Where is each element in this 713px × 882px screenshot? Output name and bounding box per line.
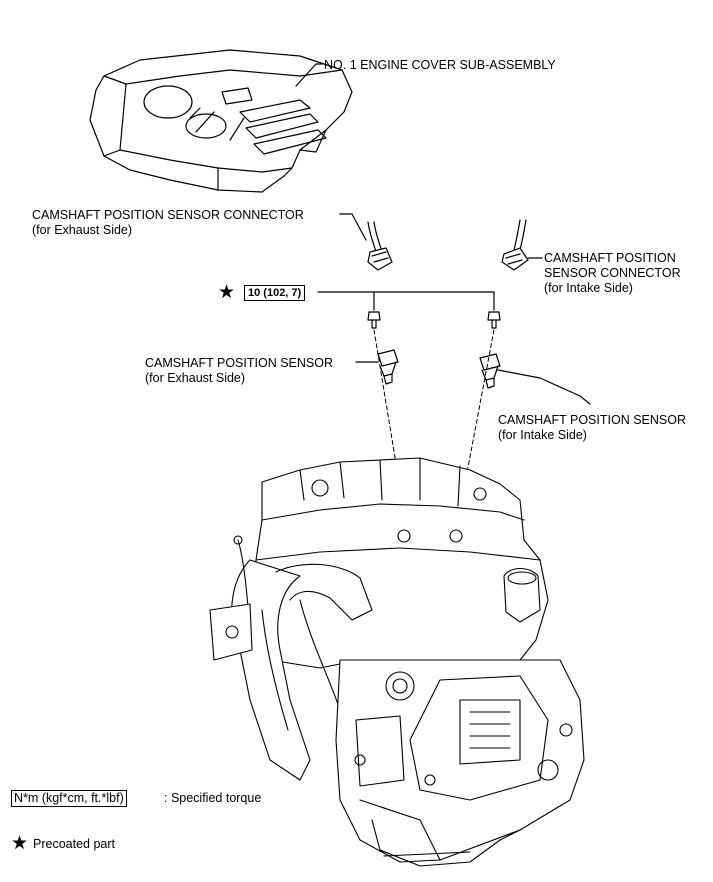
bolt-exhaust — [367, 311, 381, 329]
connector-intake-label-line1: CAMSHAFT POSITION — [544, 251, 676, 265]
precoat-star-icon: ★ — [218, 282, 236, 303]
sensor-intake-label-line2: (for Intake Side) — [498, 428, 587, 442]
sensor-intake-illustration — [479, 353, 501, 389]
connector-exhaust-label-line2: (for Exhaust Side) — [32, 223, 132, 237]
torque-unit-legend-box: N*m (kgf*cm, ft.*lbf) — [11, 790, 127, 807]
torque-bracket — [317, 291, 495, 311]
connector-intake-illustration — [501, 219, 529, 271]
sensor-exhaust-label-line2: (for Exhaust Side) — [145, 371, 245, 385]
engine-assembly-illustration — [209, 457, 585, 867]
sensor-intake-leader — [497, 369, 591, 405]
engine-cover-label: NO. 1 ENGINE COVER SUB-ASSEMBLY — [324, 58, 556, 72]
engine-cover-leader — [295, 63, 317, 87]
connector-intake-label-line3: (for Intake Side) — [544, 281, 633, 295]
connector-exhaust-illustration — [367, 221, 393, 271]
torque-spec-box: 10 (102, 7) — [244, 285, 306, 301]
sensor-exhaust-illustration — [377, 349, 399, 385]
engine-cover-illustration — [89, 49, 353, 193]
legend-star-icon: ★ — [11, 833, 29, 854]
sensor-exhaust-label-line1: CAMSHAFT POSITION SENSOR — [145, 356, 333, 370]
bolt-intake — [487, 311, 501, 329]
connector-exhaust-leader — [339, 213, 367, 241]
connector-exhaust-label-line1: CAMSHAFT POSITION SENSOR CONNECTOR — [32, 208, 304, 222]
precoat-legend-desc: Precoated part — [33, 837, 115, 851]
sensor-intake-label-line1: CAMSHAFT POSITION SENSOR — [498, 413, 686, 427]
torque-legend-desc: : Specified torque — [164, 791, 262, 805]
connector-intake-label-line2: SENSOR CONNECTOR — [544, 266, 681, 280]
